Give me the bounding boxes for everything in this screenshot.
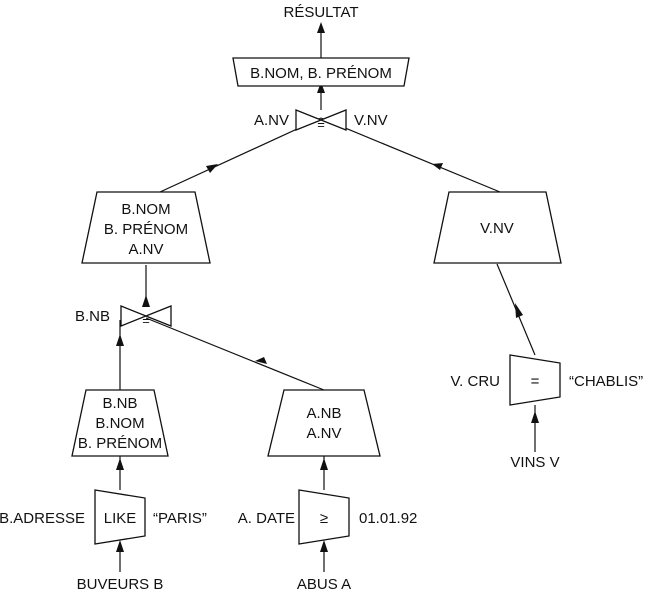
cru-selection-attr: V. CRU — [451, 373, 500, 390]
result-label: RÉSULTAT — [283, 4, 358, 21]
edges — [116, 22, 539, 572]
arrow-head — [531, 411, 539, 423]
arrow-head — [206, 164, 218, 173]
arrow-head — [515, 303, 523, 318]
edge-a-proj-to-join — [145, 317, 325, 391]
vnv-projection-shape — [433, 191, 562, 264]
adresse-selection-shape — [94, 489, 146, 545]
arrow-head — [116, 458, 124, 470]
bottom-projection-node: B.NB B.NOM B. PRÉNOM — [71, 389, 169, 457]
cru-selection-node: = V. CRU “CHABLIS” — [451, 354, 643, 406]
arrow-head — [320, 458, 328, 470]
table-vins: VINS V — [510, 454, 559, 471]
top-join-left-attr: A.NV — [254, 112, 289, 129]
top-join-node: = A.NV V.NV — [254, 109, 388, 132]
adresse-selection-attr: B.ADRESSE — [0, 510, 85, 527]
adresse-selection-value: “PARIS” — [153, 510, 207, 527]
top-projection-shape — [232, 57, 410, 87]
table-buveurs: BUVEURS B — [77, 576, 164, 593]
top-projection-node: B.NOM, B. PRÉNOM — [232, 57, 410, 87]
date-selection-node: ≥ A. DATE 01.01.92 — [238, 489, 417, 545]
bottom-projection-line-2: B.NOM — [95, 415, 144, 432]
arrow-head — [116, 334, 124, 346]
date-selection-op: ≥ — [320, 510, 328, 527]
table-abus: ABUS A — [297, 576, 351, 593]
left-projection-node: B.NOM B. PRÉNOM A.NV — [81, 191, 211, 264]
top-join-symbol: = — [317, 117, 325, 132]
date-selection-attr: A. DATE — [238, 510, 295, 527]
vnv-projection-label: V.NV — [480, 220, 514, 237]
mid-join-shape — [120, 305, 172, 327]
left-projection-line-1: B.NOM — [121, 201, 170, 218]
edge-left-proj-to-join — [159, 117, 322, 193]
arrow-head — [142, 295, 150, 307]
date-selection-shape — [298, 489, 350, 545]
mid-join-left-attr: B.NB — [75, 308, 110, 325]
adresse-selection-node: LIKE B.ADRESSE “PARIS” — [0, 489, 207, 545]
top-join-right-attr: V.NV — [354, 112, 388, 129]
a-projection-line-2: A.NV — [306, 425, 341, 442]
mid-join-node: = B.NB — [75, 305, 172, 328]
arrow-head — [116, 540, 124, 552]
left-projection-line-3: A.NV — [128, 241, 163, 258]
date-selection-value: 01.01.92 — [359, 510, 417, 527]
arrow-head — [317, 82, 325, 93]
cru-selection-value: “CHABLIS” — [569, 373, 643, 390]
a-projection-node: A.NB A.NV — [267, 389, 381, 457]
arrow-head — [255, 357, 267, 364]
a-projection-line-1: A.NB — [306, 405, 341, 422]
mid-join-symbol: = — [142, 313, 150, 328]
top-join-shape — [295, 109, 347, 131]
bottom-projection-line-1: B.NB — [102, 395, 137, 412]
a-projection-shape — [267, 389, 381, 457]
cru-selection-shape — [509, 354, 561, 406]
edge-vnv-proj-to-join — [320, 117, 501, 193]
bottom-projection-shape — [71, 389, 169, 457]
cru-selection-op: = — [531, 373, 540, 390]
bottom-projection-line-3: B. PRÉNOM — [78, 435, 162, 452]
arrow-head — [320, 540, 328, 552]
vnv-projection-node: V.NV — [433, 191, 562, 264]
adresse-selection-op: LIKE — [104, 510, 137, 527]
top-projection-label: B.NOM, B. PRÉNOM — [250, 65, 392, 82]
left-projection-line-2: B. PRÉNOM — [104, 221, 188, 238]
arrow-head — [432, 163, 443, 170]
arrow-head — [317, 22, 325, 33]
left-projection-shape — [81, 191, 211, 264]
